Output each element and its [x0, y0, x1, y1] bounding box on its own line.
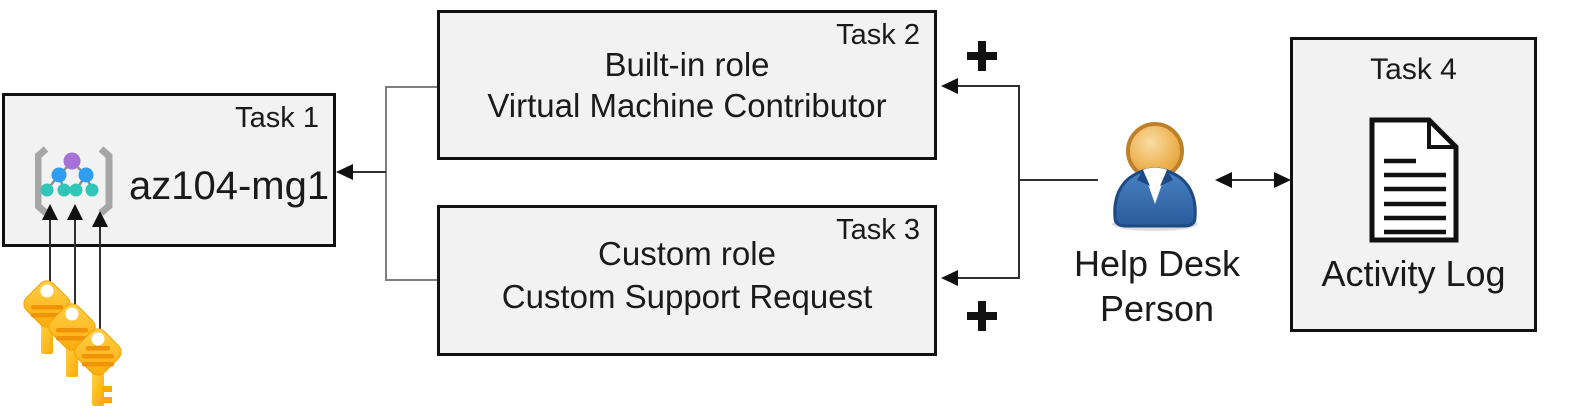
task1-box: Task 1 az104-mg1 [2, 93, 336, 247]
arrow-to-task3-line [957, 277, 1020, 279]
key2-arrow-head [67, 204, 83, 220]
task2-line1: Built-in role [604, 46, 770, 83]
key3-arrow-head [92, 211, 108, 227]
connector-right-vertical [1018, 85, 1020, 279]
task4-tag: Task 4 [1370, 53, 1457, 86]
actor-label-line2: Person [1099, 288, 1215, 329]
management-group-name: az104-mg1 [129, 164, 330, 208]
key1-arrow-line [49, 218, 51, 292]
double-arrow-right-head [1274, 172, 1291, 188]
double-arrow-left-head [1215, 172, 1232, 188]
connector-left-top-branch [385, 86, 437, 88]
task3-tag: Task 3 [836, 214, 920, 246]
task3-line1: Custom role [598, 235, 776, 272]
management-group-icon [35, 144, 113, 220]
arrow-to-task2-line [957, 85, 1020, 87]
task4-box: Task 4 Activity Log [1290, 37, 1537, 332]
arrow-to-task1-head [336, 164, 353, 180]
document-icon [1293, 116, 1534, 244]
key3-arrow-line [99, 226, 101, 339]
key1-arrow-head [42, 204, 58, 220]
task3-box: Task 3 Custom role Custom Support Reques… [437, 205, 937, 356]
key2-arrow-line [74, 218, 76, 316]
connector-person-branch [1018, 179, 1098, 181]
task2-line2: Virtual Machine Contributor [487, 87, 887, 124]
plus-icon [967, 41, 997, 71]
connector-left-bottom-branch [385, 279, 437, 281]
arrow-to-task2-head [941, 78, 958, 94]
arrow-to-task1-line [352, 171, 386, 173]
double-arrow-line [1230, 179, 1276, 181]
key-icon [32, 289, 112, 409]
task2-tag: Task 2 [836, 19, 920, 51]
actor-label-line1: Help Desk [1073, 243, 1241, 284]
task1-tag: Task 1 [235, 102, 319, 134]
connector-left-vertical [385, 86, 387, 281]
task4-caption: Activity Log [1321, 253, 1506, 294]
arrow-to-task3-head [941, 270, 958, 286]
person-icon [1106, 120, 1204, 232]
task2-box: Task 2 Built-in role Virtual Machine Con… [437, 10, 937, 160]
plus-icon [967, 301, 997, 331]
key-icon [58, 314, 138, 409]
task3-line2: Custom Support Request [501, 278, 873, 315]
